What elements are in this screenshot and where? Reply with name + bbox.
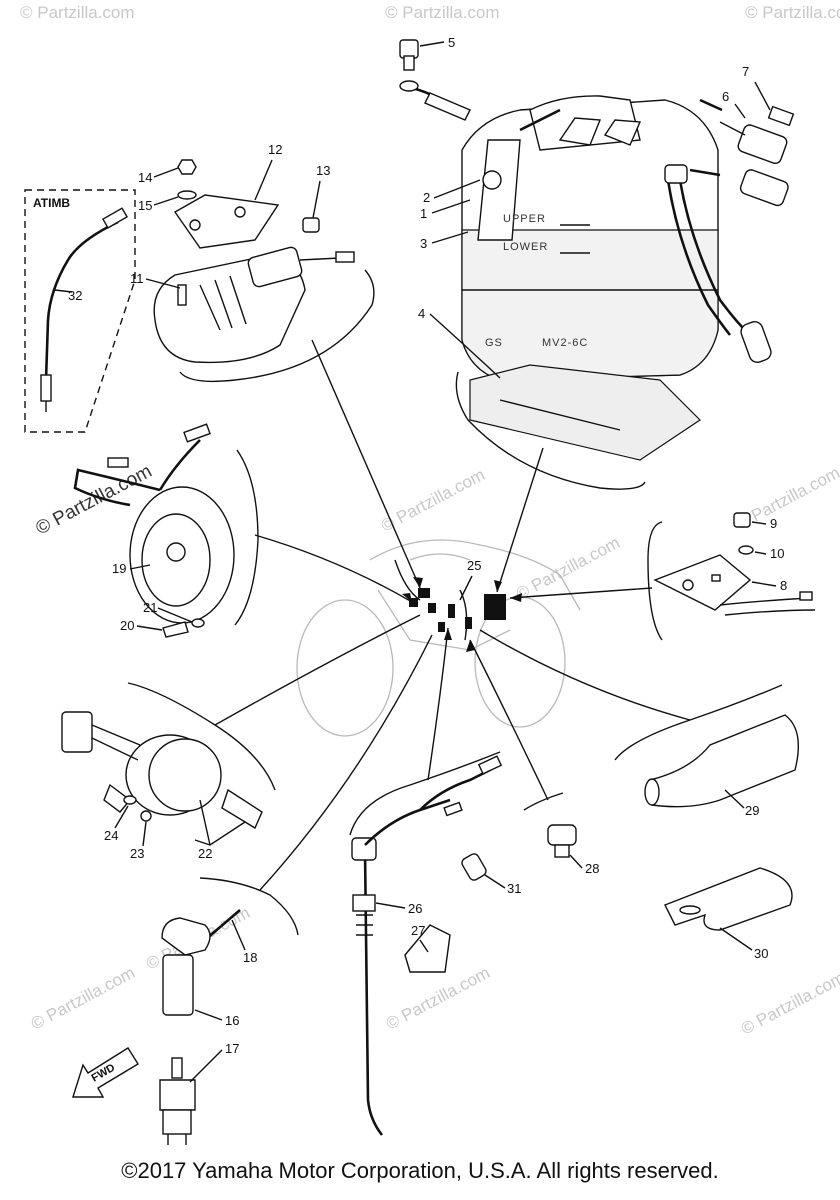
watermark: © Partzilla.com: [738, 968, 840, 1039]
callout-32: 32: [68, 288, 82, 303]
fwd-arrow: FWD: [72, 1047, 139, 1098]
battery-group: UPPER LOWER MV2-6C GS: [399, 39, 795, 461]
callout-16: 16: [225, 1013, 239, 1028]
callout-11: 11: [130, 271, 144, 286]
callout-31: 31: [507, 881, 521, 896]
callout-25: 25: [467, 558, 481, 573]
leader-lines: [214, 339, 691, 891]
relay-group: [153, 159, 355, 364]
inset-title: ATIMB: [33, 196, 70, 210]
callout-3: 3: [420, 236, 427, 251]
callout-7: 7: [742, 64, 749, 79]
switch-group: [351, 755, 503, 1136]
callout-27: 27: [411, 923, 425, 938]
callout-19: 19: [112, 561, 126, 576]
spark-plug-group: [159, 909, 241, 1145]
callout-1: 1: [420, 206, 427, 221]
watermark: © Partzilla.com: [28, 963, 138, 1034]
callout-26: 26: [408, 901, 422, 916]
bracket-8: [653, 512, 816, 616]
watermark: © Partzilla.com: [745, 3, 840, 22]
watermark: © Partzilla.com: [385, 3, 500, 22]
motorcycle-outline: [296, 539, 581, 737]
parts-diagram: © Partzilla.com © Partzilla.com © Partzi…: [20, 3, 840, 1145]
battery-brand-label: GS: [485, 337, 503, 349]
cap-28: [547, 824, 577, 858]
callout-5: 5: [448, 35, 455, 50]
callout-18: 18: [243, 950, 257, 965]
callout-21: 21: [143, 600, 157, 615]
callout-8: 8: [780, 578, 787, 593]
main-switch-group: [61, 711, 263, 830]
battery-upper-label: UPPER: [503, 213, 546, 225]
callout-29: 29: [745, 803, 759, 818]
callout-4: 4: [418, 306, 425, 321]
harness-center: [394, 559, 506, 641]
group-brackets: [127, 269, 783, 936]
clamp-30: [664, 867, 793, 931]
watermark: © Partzilla.com: [20, 3, 135, 22]
watermark: © Partzilla.com: [378, 465, 488, 536]
battery-model-label: MV2-6C: [542, 337, 588, 349]
watermark: © Partzilla.com: [513, 533, 623, 604]
callout-20: 20: [120, 618, 134, 633]
callout-28: 28: [585, 861, 599, 876]
callout-12: 12: [268, 142, 282, 157]
watermark: © Partzilla.com: [383, 963, 493, 1034]
callout-6: 6: [722, 89, 729, 104]
horn-group: [73, 423, 235, 638]
battery-lower-label: LOWER: [503, 241, 548, 253]
inset-atimb: ATIMB: [24, 189, 136, 433]
callouts: 5 7 6 2 1 3 4 12 13 14 15 11 32 19 21 20…: [68, 35, 787, 1083]
callout-13: 13: [316, 163, 330, 178]
callout-17: 17: [225, 1041, 239, 1056]
callout-14: 14: [138, 170, 152, 185]
callout-23: 23: [130, 846, 144, 861]
battery-location-block: [484, 594, 506, 620]
callout-9: 9: [770, 516, 777, 531]
copyright-notice: ©2017 Yamaha Motor Corporation, U.S.A. A…: [121, 1158, 719, 1183]
callout-24: 24: [104, 828, 118, 843]
boot-29: [644, 714, 799, 808]
callout-10: 10: [770, 546, 784, 561]
callout-2: 2: [423, 190, 430, 205]
callout-30: 30: [754, 946, 768, 961]
callout-15: 15: [138, 198, 152, 213]
callout-22: 22: [198, 846, 212, 861]
